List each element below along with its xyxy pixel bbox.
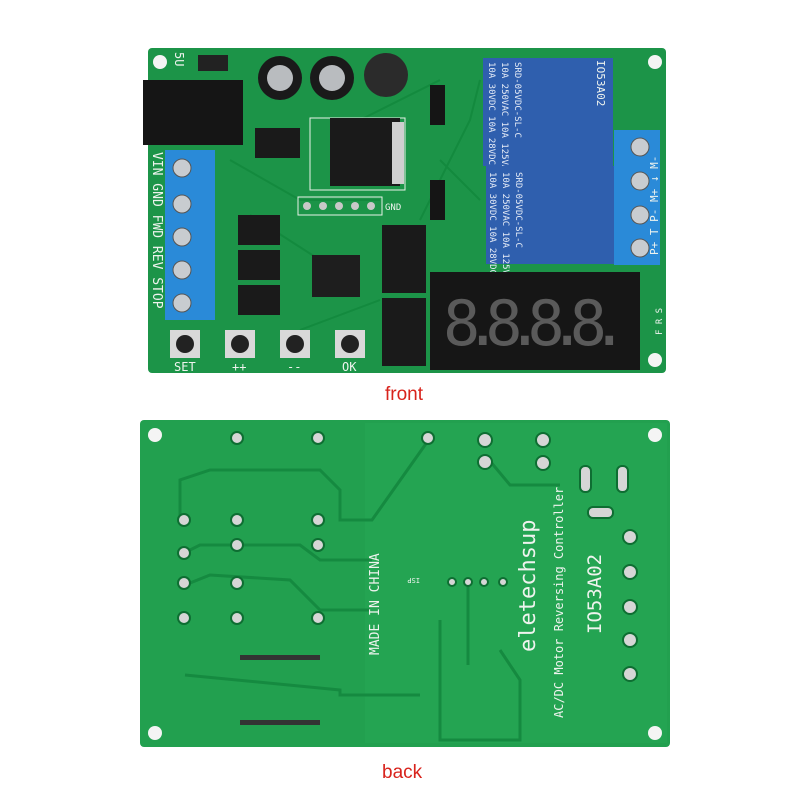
button-label-plus: ++ — [232, 360, 246, 374]
output-labels: P+ T P- M+ ↓ M- — [648, 156, 661, 255]
relay: SRD-05VDC-SL-C 10A 250VAC 10A 125VAC 10A… — [483, 58, 613, 181]
mount-hole — [648, 353, 662, 367]
button-label-minus: -- — [287, 360, 301, 374]
brand-label: eletechsup — [516, 520, 541, 652]
optocoupler — [238, 215, 280, 245]
button-label-set: SET — [174, 360, 196, 374]
mount-hole — [648, 55, 662, 69]
display-digits: 8.8.8.8. — [443, 287, 628, 360]
seven-segment-display — [430, 272, 640, 370]
led-labels: F R S — [655, 308, 665, 335]
power-label: 5U — [172, 52, 186, 66]
back-caption: back — [382, 762, 423, 783]
back-board: MADE IN CHINA eletechsup AC/DC Motor Rev… — [140, 420, 670, 747]
front-board: 5U VIN GND FWD REV STOP GND — [143, 48, 666, 374]
svg-text:SRD-05VDC-SL-C 10A 250: SRD-05VDC-SL-C 10A 250VAC 10A 125VAC 10A… — [487, 172, 523, 291]
dc-jack — [143, 80, 243, 145]
product-label: AC/DC Motor Reversing Controller — [552, 487, 566, 718]
diode — [255, 128, 300, 158]
button-minus[interactable] — [280, 330, 310, 358]
header-label: GND — [385, 203, 401, 213]
svg-text:SRD-05VDC-SL-C 10A 250: SRD-05VDC-SL-C 10A 250VAC 10A 125VAC 10A… — [486, 62, 522, 181]
terminal-labels: VIN GND FWD REV STOP — [149, 152, 164, 309]
relay: SRD-05VDC-SL-C 10A 250VAC 10A 125VAC 10A… — [486, 166, 614, 291]
optocoupler — [238, 250, 280, 280]
button-label-ok: OK — [342, 360, 357, 374]
model-label: IO53A02 — [594, 60, 607, 106]
isp-label: ISP — [407, 576, 420, 584]
optocoupler — [238, 285, 280, 315]
made-in-label: MADE IN CHINA — [368, 553, 383, 655]
jumper — [198, 55, 228, 71]
button-set[interactable] — [170, 330, 200, 358]
mount-hole — [153, 55, 167, 69]
inductor — [364, 53, 408, 97]
button-ok[interactable] — [335, 330, 365, 358]
microcontroller — [312, 255, 360, 297]
driver-ic — [382, 298, 426, 366]
driver-ic — [382, 225, 426, 293]
button-plus[interactable] — [225, 330, 255, 358]
back-model-label: IO53A02 — [584, 554, 606, 634]
regulator-chip — [330, 118, 400, 186]
front-caption: front — [385, 384, 424, 405]
